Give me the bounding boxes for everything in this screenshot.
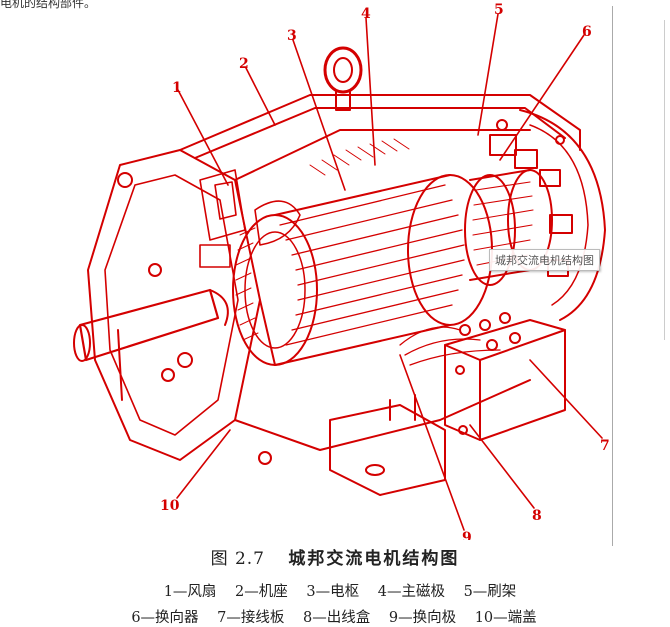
callout-4: 4 — [361, 6, 371, 22]
legend-row-1: 1—风扇 2—机座 3—电枢 4—主磁极 5—刷架 — [0, 580, 670, 601]
eyebolt — [323, 46, 363, 111]
scrollbar-edge — [664, 20, 670, 340]
callout-10: 10 — [160, 498, 180, 514]
commutator-drawing — [464, 169, 553, 286]
figure-number: 图 2.7 — [210, 549, 266, 569]
callout-labels: 1 2 3 4 5 6 7 8 9 10 — [160, 2, 610, 540]
windings — [235, 138, 410, 341]
brush-holder-drawing — [489, 109, 606, 321]
frame-top — [179, 94, 581, 151]
shaft — [78, 288, 220, 362]
callout-7: 7 — [600, 438, 610, 454]
figure-title: 城邦交流电机结构图 — [288, 549, 460, 569]
legend-item: 8—出线盒 — [303, 610, 371, 626]
legend-item: 2—机座 — [235, 584, 288, 600]
callout-6: 6 — [582, 24, 592, 40]
page-divider — [612, 6, 613, 546]
legend-item: 5—刷架 — [463, 584, 517, 600]
armature — [232, 174, 493, 366]
legend-item: 9—换向极 — [388, 610, 457, 626]
page-text-fragment: 电机的结构部件。 — [0, 0, 97, 10]
image-watermark-tooltip: 城邦交流电机结构图 — [489, 249, 600, 271]
callout-8: 8 — [532, 508, 542, 524]
motor-illustration: 1 2 3 4 5 6 7 8 9 10 — [73, 2, 610, 540]
legend-item: 1—风扇 — [163, 584, 217, 600]
legend-row-2: 6—换向器 7—接线板 8—出线盒 9—换向极 10—端盖 — [0, 606, 670, 627]
frame-bottom — [234, 379, 531, 451]
base-foot — [329, 394, 446, 496]
legend-item: 7—接线板 — [217, 610, 285, 626]
legend-item: 6—换向器 — [131, 610, 199, 626]
legend-item: 10—端盖 — [474, 610, 537, 626]
callout-3: 3 — [287, 28, 297, 44]
legend-item: 3—电枢 — [306, 584, 360, 600]
leader-lines — [176, 13, 603, 531]
callout-2: 2 — [239, 56, 249, 72]
callout-1: 1 — [172, 80, 182, 96]
end-cover-outline — [87, 149, 261, 461]
callout-5: 5 — [494, 2, 504, 18]
callout-9: 9 — [462, 530, 472, 540]
legend-item: 4—主磁极 — [377, 584, 445, 600]
figure-caption: 图 2.7 城邦交流电机结构图 — [0, 544, 670, 569]
terminal-box-drawing — [399, 312, 566, 441]
